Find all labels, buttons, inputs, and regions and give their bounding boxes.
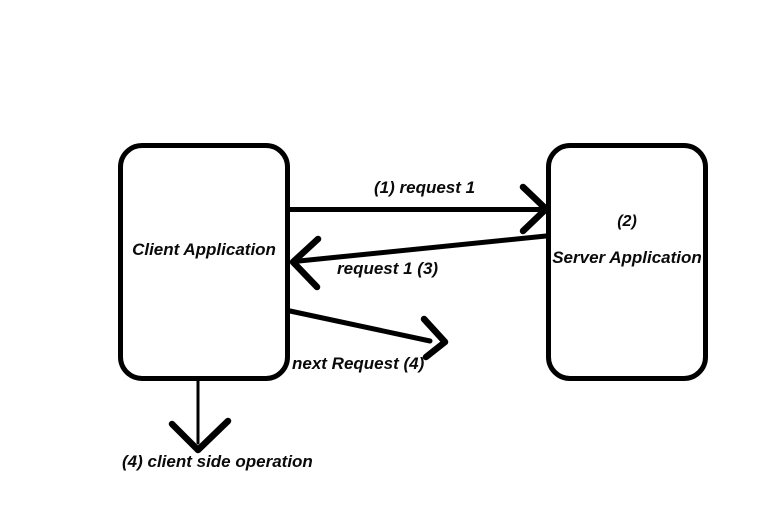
client-node-label: Client Application <box>132 240 276 259</box>
edge-client-side-operation-arrowhead <box>168 417 232 454</box>
node-client-application: Client Application <box>118 143 290 381</box>
edge-next-request-arrowhead <box>420 315 449 361</box>
node-server-application: (2) Server Application <box>546 143 708 381</box>
edge-response-1-arrowhead <box>289 235 322 291</box>
edge-label-request-1: (1) request 1 <box>374 178 476 197</box>
server-step-badge: (2) <box>617 213 637 230</box>
server-node-label: Server Application <box>552 248 702 267</box>
edge-request-1-arrowhead <box>519 183 550 235</box>
edge-label-next-request: next Request (4) <box>292 354 425 373</box>
edge-next-request-shaft <box>287 308 433 344</box>
edge-label-client-side-operation: (4) client side operation <box>122 452 313 471</box>
edge-label-response-1: request 1 (3) <box>337 259 439 278</box>
edge-response-1-shaft <box>296 233 549 264</box>
